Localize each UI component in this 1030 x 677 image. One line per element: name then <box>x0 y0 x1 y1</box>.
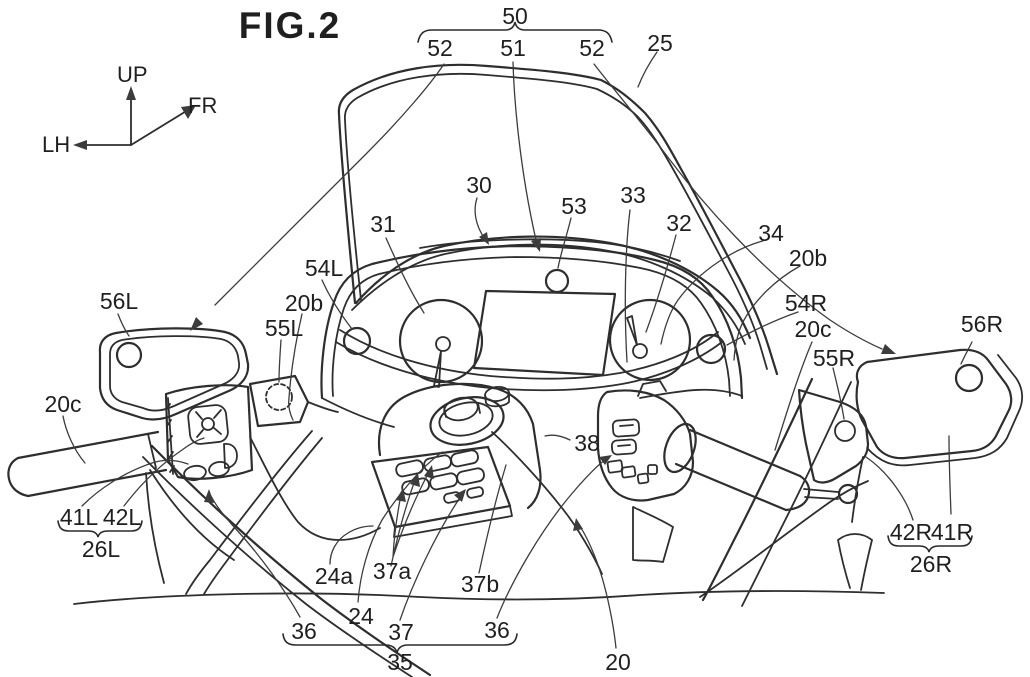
ref-label-37a: 37a <box>373 558 412 584</box>
right-grip <box>674 428 802 512</box>
keypad-button <box>450 449 479 468</box>
left-gauge-hub <box>435 336 451 352</box>
ref-label-41L: 41L <box>60 504 99 530</box>
ref-label-54L: 54L <box>305 255 344 281</box>
left-bar-riser <box>248 374 310 428</box>
brace-50 <box>417 21 613 43</box>
right-gauge-hub <box>632 343 648 359</box>
ref-label-20: 20 <box>605 649 631 675</box>
instrument-cluster <box>342 268 727 388</box>
fairing-lines <box>73 377 885 677</box>
ref-label-32: 32 <box>666 210 692 236</box>
left-small-dial <box>342 326 372 356</box>
right-small-dial <box>695 333 727 365</box>
keypad-button <box>395 459 424 478</box>
ref-label-53: 53 <box>561 193 587 219</box>
ref-label-36-right: 36 <box>484 617 510 643</box>
stalk-pivot-55R <box>834 420 856 442</box>
right-switch-button-2 <box>610 438 638 456</box>
brace-26L <box>57 520 143 538</box>
orientation-axes: UP FR LH <box>42 62 217 157</box>
ref-label-52-right: 52 <box>579 35 605 61</box>
right-gauge-needle <box>626 315 638 346</box>
right-grip-assembly <box>596 380 859 512</box>
four-way-switch <box>187 404 229 445</box>
brace-35 <box>282 633 518 654</box>
ref-label-54R: 54R <box>785 290 827 316</box>
left-arrow-icon <box>73 140 87 150</box>
brace-26R <box>887 535 973 553</box>
right-gauge <box>608 298 692 382</box>
left-mirror <box>98 327 250 584</box>
ref-label-20b-left: 20b <box>285 290 323 316</box>
figure-title: FIG.2 <box>239 5 342 46</box>
right-rocker-4 <box>647 464 658 475</box>
ref-label-31: 31 <box>370 211 396 237</box>
ref-label-38: 38 <box>574 430 600 456</box>
sensor-53 <box>544 268 570 294</box>
up-arrow-icon <box>126 86 136 100</box>
ref-label-55L: 55L <box>265 315 304 341</box>
ref-label-24a: 24a <box>315 563 354 589</box>
left-lower-button-2 <box>208 460 230 478</box>
rotary-dial-base <box>429 396 505 446</box>
reference-numerals: FIG.2 50 52 51 52 25 30 53 33 31 32 34 2… <box>44 3 1003 675</box>
axis-label-left: LH <box>42 132 70 157</box>
ref-label-56L: 56L <box>100 288 139 314</box>
grip-collar <box>663 422 697 474</box>
ref-label-25: 25 <box>647 30 673 56</box>
keypad-button-small <box>466 486 485 499</box>
ref-label-34: 34 <box>758 220 784 246</box>
ref-label-36-left: 36 <box>291 618 317 644</box>
left-grip-assembly <box>7 374 339 498</box>
ref-label-37b: 37b <box>461 571 499 597</box>
right-rocker-2 <box>620 465 637 479</box>
left-lower-button-1 <box>183 464 207 482</box>
left-gauge <box>398 298 484 384</box>
right-mirror <box>797 348 1023 484</box>
front-arrow-icon <box>181 105 196 119</box>
leader-lines <box>57 21 973 654</box>
bar-end <box>837 483 859 505</box>
ref-label-26L: 26L <box>82 536 121 562</box>
ref-label-24: 24 <box>348 603 374 629</box>
instrument-bezel <box>320 244 744 428</box>
right-switch-housing <box>596 389 695 502</box>
axis-label-up: UP <box>117 62 148 87</box>
ref-label-42L: 42L <box>103 504 142 530</box>
ref-label-41R: 41R <box>931 519 973 545</box>
ref-label-50: 50 <box>502 3 528 29</box>
ref-label-20c-left: 20c <box>44 391 81 417</box>
ref-label-30: 30 <box>466 172 492 198</box>
right-mirror-stalk <box>797 388 870 484</box>
ref-label-55R: 55R <box>813 345 855 371</box>
left-grip <box>16 430 168 498</box>
right-rocker-3 <box>636 472 650 485</box>
ref-label-35: 35 <box>387 649 413 675</box>
ref-label-37: 37 <box>388 619 414 645</box>
ref-label-42R: 42R <box>890 519 932 545</box>
ref-label-33: 33 <box>620 182 646 208</box>
right-switch-button-1 <box>611 418 641 438</box>
keypad-plate <box>370 445 512 529</box>
windshield <box>337 63 779 376</box>
display-screen <box>472 289 617 377</box>
hidden-pivot-55L <box>265 383 293 411</box>
right-mirror-pivot <box>954 363 984 393</box>
ref-label-20c-right: 20c <box>794 316 831 342</box>
left-mirror-pivot <box>115 341 143 369</box>
right-rocker-1 <box>606 459 624 474</box>
ref-label-56R: 56R <box>961 311 1003 337</box>
ref-label-51: 51 <box>500 35 526 61</box>
ref-label-52-left: 52 <box>427 35 453 61</box>
keypad-button <box>456 467 485 486</box>
ref-label-20b-right: 20b <box>789 245 827 271</box>
ref-label-26R: 26R <box>910 551 952 577</box>
axis-label-front: FR <box>188 93 217 118</box>
